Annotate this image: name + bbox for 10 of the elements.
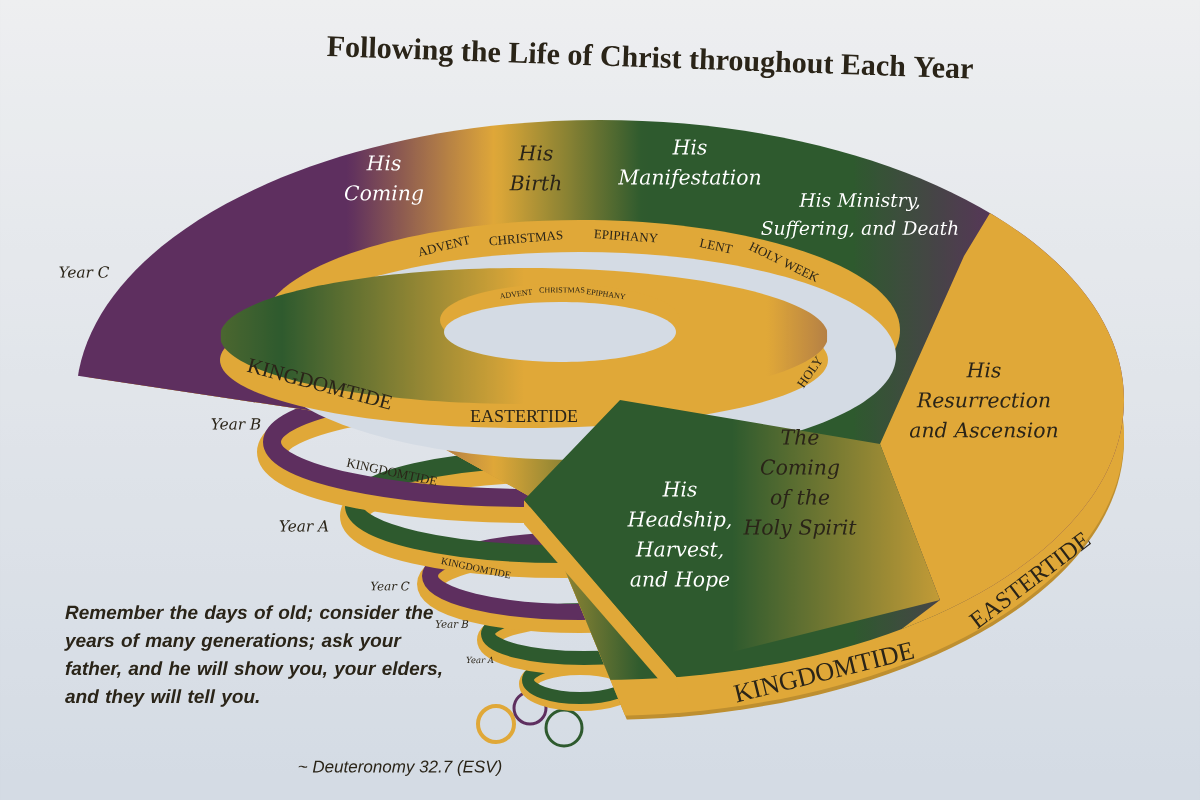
scripture-reference: ~ Deuteronomy 32.7 (ESV) <box>298 760 502 776</box>
phase-label: His Headship, Harvest, and Hope <box>627 481 731 591</box>
phase-label: His Ministry, Suffering, and Death <box>761 193 958 239</box>
season-label: EASTERTIDE <box>470 409 578 423</box>
title: Following the Life of Christ throughout Each Year <box>327 36 973 79</box>
phase-label: His Manifestation <box>618 139 761 189</box>
phase-label: His Resurrection and Ascension <box>910 362 1058 438</box>
phase-label: His Birth <box>509 145 561 191</box>
phase-label: The Coming of the Holy Spirit <box>743 429 857 539</box>
phase-label: His Coming <box>344 155 424 205</box>
